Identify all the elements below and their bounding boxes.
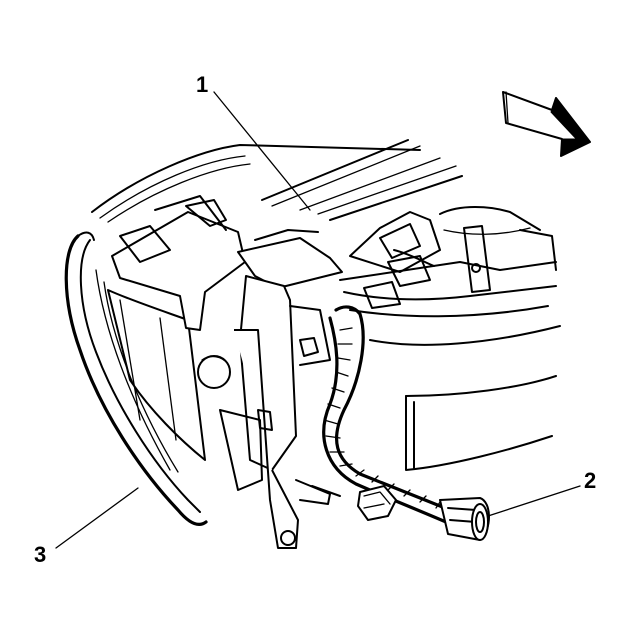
radiator-support-bracket [111,195,343,549]
engine-compartment [339,206,561,471]
callout-1: 1 [196,72,208,97]
callout-3: 3 [34,542,46,567]
wiring-harness [322,249,490,541]
hood-edge-lines [91,139,463,223]
headlamp-housing [64,231,231,526]
direction-arrow-icon [502,91,591,157]
callout-2: 2 [584,468,596,493]
callout-leader-lines [55,91,581,549]
